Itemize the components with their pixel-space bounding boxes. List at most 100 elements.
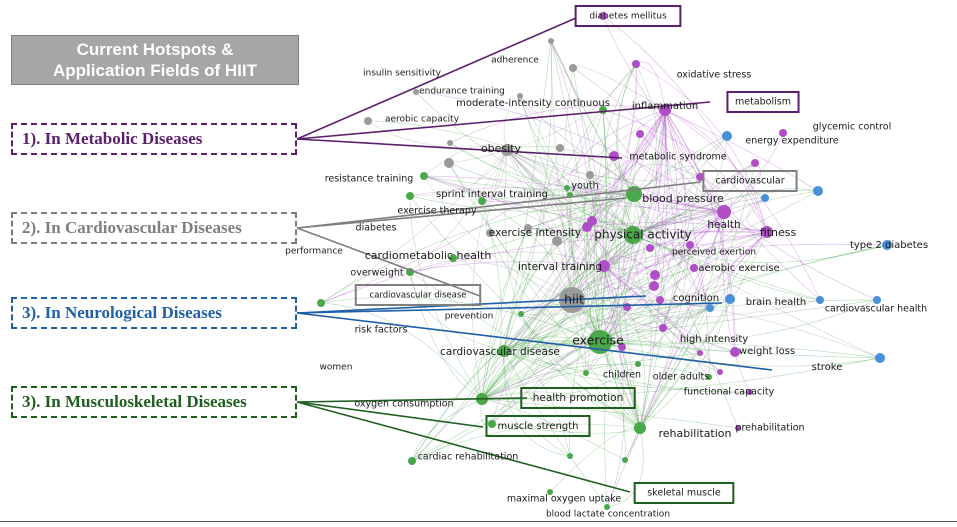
category-connector-line — [296, 17, 577, 140]
network-edge — [599, 109, 607, 343]
network-edge — [571, 133, 641, 301]
network-edge — [599, 109, 666, 343]
network-edge — [542, 147, 573, 301]
term-highlight-box — [485, 415, 591, 437]
network-node — [636, 130, 644, 138]
network-edge — [503, 307, 711, 352]
term-label: cardiac rehabilitation — [418, 452, 519, 463]
network-node — [486, 229, 494, 237]
category-neurological: 3). In Neurological Diseases — [11, 297, 297, 329]
category-metabolic: 1). In Metabolic Diseases — [11, 123, 297, 155]
network-node — [656, 296, 664, 304]
term-highlight-box — [726, 91, 800, 113]
network-edge — [506, 145, 635, 195]
network-edge — [599, 265, 655, 290]
network-edge — [664, 109, 736, 353]
network-node — [659, 324, 667, 332]
network-edge — [599, 341, 881, 367]
network-edge — [481, 231, 768, 400]
network-node — [696, 173, 704, 181]
title-line-2: Application Fields of HIIT — [53, 61, 257, 80]
network-edge — [503, 40, 552, 352]
category-label: 1). In Metabolic Diseases — [22, 129, 203, 148]
term-label: cardiovascular disease — [440, 346, 560, 358]
network-node — [567, 453, 573, 459]
network-node — [548, 38, 554, 44]
network-edge — [624, 193, 652, 461]
term-label: exercise intensity — [489, 227, 581, 239]
network-node — [317, 299, 325, 307]
network-node — [706, 374, 712, 380]
network-edge — [503, 350, 571, 457]
network-edge — [503, 155, 615, 352]
network-edge — [639, 109, 668, 429]
network-edge — [603, 265, 664, 329]
network-edge — [503, 346, 623, 366]
term-label: weight loss — [739, 346, 795, 357]
network-node — [717, 369, 723, 375]
term-label: prehabilitation — [735, 423, 804, 434]
network-node — [722, 131, 732, 141]
term-label: insulin sensitivity — [363, 69, 442, 79]
network-node — [552, 236, 562, 246]
network-edge — [506, 149, 605, 267]
category-connector-line — [296, 101, 711, 140]
network-edge — [481, 244, 888, 400]
network-edge — [639, 231, 768, 429]
network-node — [686, 241, 694, 249]
network-edge — [569, 194, 601, 343]
network-edge — [606, 211, 725, 508]
network-edge — [503, 190, 819, 352]
network-node — [650, 270, 660, 280]
network-edge — [503, 244, 888, 352]
network-edge — [519, 95, 725, 213]
network-edge — [662, 211, 725, 329]
network-node — [524, 224, 532, 232]
network-node — [517, 93, 523, 99]
network-edge — [409, 261, 605, 273]
network-edge — [593, 63, 637, 343]
network-edge — [723, 211, 878, 301]
network-edge — [477, 350, 505, 400]
network-node — [501, 144, 513, 156]
network-edge — [409, 149, 508, 273]
network-edge — [571, 193, 636, 301]
network-edge — [506, 149, 695, 269]
term-label: fitness — [760, 226, 797, 239]
network-edge — [664, 109, 821, 301]
network-node — [598, 260, 610, 272]
network-edge — [632, 234, 721, 373]
network-edge — [618, 133, 641, 429]
network-edge — [639, 231, 768, 429]
term-label: cardiovascular — [715, 176, 784, 187]
term-label: children — [603, 370, 641, 381]
network-edge — [603, 242, 691, 267]
network-edge — [632, 234, 821, 301]
network-edge — [472, 149, 508, 400]
network-edge — [633, 63, 657, 195]
network-edge — [423, 144, 508, 177]
network-edge — [566, 187, 601, 343]
network-edge — [632, 190, 819, 236]
network-edge — [503, 350, 571, 457]
network-node — [478, 197, 486, 205]
network-edge — [519, 95, 601, 343]
network-edge — [520, 231, 768, 315]
network-edge — [664, 109, 819, 192]
network-edge — [571, 155, 617, 301]
network-edge — [491, 423, 641, 434]
network-edge — [411, 109, 666, 462]
network-node — [518, 311, 524, 317]
network-edge — [449, 142, 635, 195]
network-node — [747, 389, 753, 395]
network-edge — [599, 231, 768, 343]
network-edge — [519, 95, 634, 236]
category-connector-line — [296, 312, 773, 371]
network-edge — [503, 350, 751, 393]
network-edge — [506, 63, 637, 151]
network-edge — [506, 149, 701, 354]
network-node — [447, 140, 453, 146]
network-edge — [639, 244, 691, 429]
network-edge — [550, 40, 601, 343]
category-connector-line — [296, 181, 702, 229]
